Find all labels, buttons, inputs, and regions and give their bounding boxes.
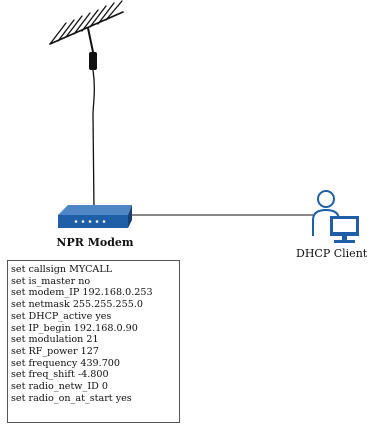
client-label: DHCP Client [296,247,368,260]
config-line: set frequency 439.700 [11,357,121,369]
modem-label: NPR Modem [56,236,134,249]
router-icon [58,205,132,228]
config-line: set DHCP_active yes [11,310,112,322]
router-top [58,205,132,215]
monitor-screen [333,219,356,232]
config-line: set modulation 21 [11,334,99,346]
coax-cable [92,69,95,211]
config-line: set freq_shift -4.800 [11,369,109,381]
config-line: set callsign MYCALL [11,264,113,275]
router-front [58,215,128,228]
antenna-element [49,22,67,45]
router-led [95,220,99,223]
monitor-stand [342,236,347,240]
config-line: set netmask 255.255.255.0 [11,299,144,311]
config-line: set is_master no [11,275,91,287]
router-led [74,220,78,223]
antenna-element [97,2,115,25]
antenna-boom [49,11,124,45]
yagi-antenna-icon [49,0,124,53]
antenna-element [81,9,99,32]
config-line: set IP_begin 192.168.0.90 [11,322,138,334]
antenna-connector [89,52,97,70]
antenna-element [105,0,123,21]
router-led [81,220,85,223]
config-line: set RF_power 127 [11,345,99,357]
user-head [317,190,335,208]
config-box: set callsign MYCALL set is_master no set… [7,260,180,423]
antenna-element [65,15,83,38]
antenna-element [57,19,75,42]
config-line: set radio_on_at_start yes [11,392,132,404]
antenna-element [89,5,107,28]
antenna-element [73,12,91,35]
antenna-mast [87,27,94,53]
config-line: set modem_IP 192.168.0.253 [11,287,153,299]
user-computer-icon [312,190,359,243]
config-line: set radio_netw_ID 0 [11,381,108,393]
router-led [102,220,106,223]
router-led [88,220,92,223]
monitor-base [334,240,355,243]
router-side [128,205,132,228]
